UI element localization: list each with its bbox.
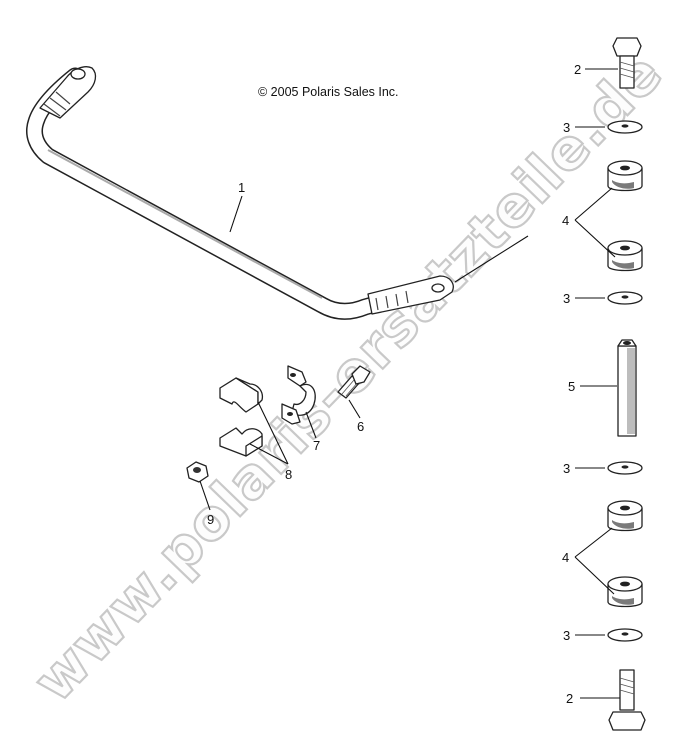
callout-5: 5 — [568, 379, 575, 394]
leader-7 — [305, 411, 317, 439]
washer-2 — [607, 291, 643, 305]
callout-1: 1 — [238, 180, 245, 195]
leader-4a — [574, 187, 616, 258]
callout-7: 7 — [313, 438, 320, 453]
callout-3b: 3 — [563, 291, 570, 306]
callout-2a: 2 — [574, 62, 581, 77]
callout-4a: 4 — [562, 213, 569, 228]
bushing-upper — [607, 160, 643, 192]
leader-4b — [574, 527, 615, 595]
callout-3a: 3 — [563, 120, 570, 135]
copyright-text: © 2005 Polaris Sales Inc. — [258, 85, 399, 99]
leader-6 — [348, 399, 361, 419]
leader-9 — [199, 480, 211, 511]
callout-9: 9 — [207, 512, 214, 527]
bolt-bottom — [608, 669, 646, 731]
callout-6: 6 — [357, 419, 364, 434]
callout-3d: 3 — [563, 628, 570, 643]
bushing-upper-2 — [607, 500, 643, 532]
bushing-lower-2 — [607, 576, 643, 608]
leader-8 — [249, 401, 289, 465]
bolt-top — [612, 37, 642, 89]
bushing-halves — [219, 377, 264, 457]
leader-1 — [229, 195, 243, 233]
bolt-6 — [337, 365, 371, 399]
callout-4b: 4 — [562, 550, 569, 565]
stabilizer-bar — [26, 66, 529, 320]
spacer-tube — [617, 339, 637, 437]
washer-4 — [607, 628, 643, 642]
washer-1 — [607, 120, 643, 134]
watermark: www.polaris-ersatzteile.de — [20, 39, 676, 715]
callout-8: 8 — [285, 467, 292, 482]
clamp — [281, 365, 316, 425]
nut — [186, 461, 209, 483]
bushing-lower — [607, 240, 643, 272]
callout-3c: 3 — [563, 461, 570, 476]
callout-2b: 2 — [566, 691, 573, 706]
washer-3 — [607, 461, 643, 475]
watermark-text: www.polaris-ersatzteile.de — [21, 41, 675, 715]
